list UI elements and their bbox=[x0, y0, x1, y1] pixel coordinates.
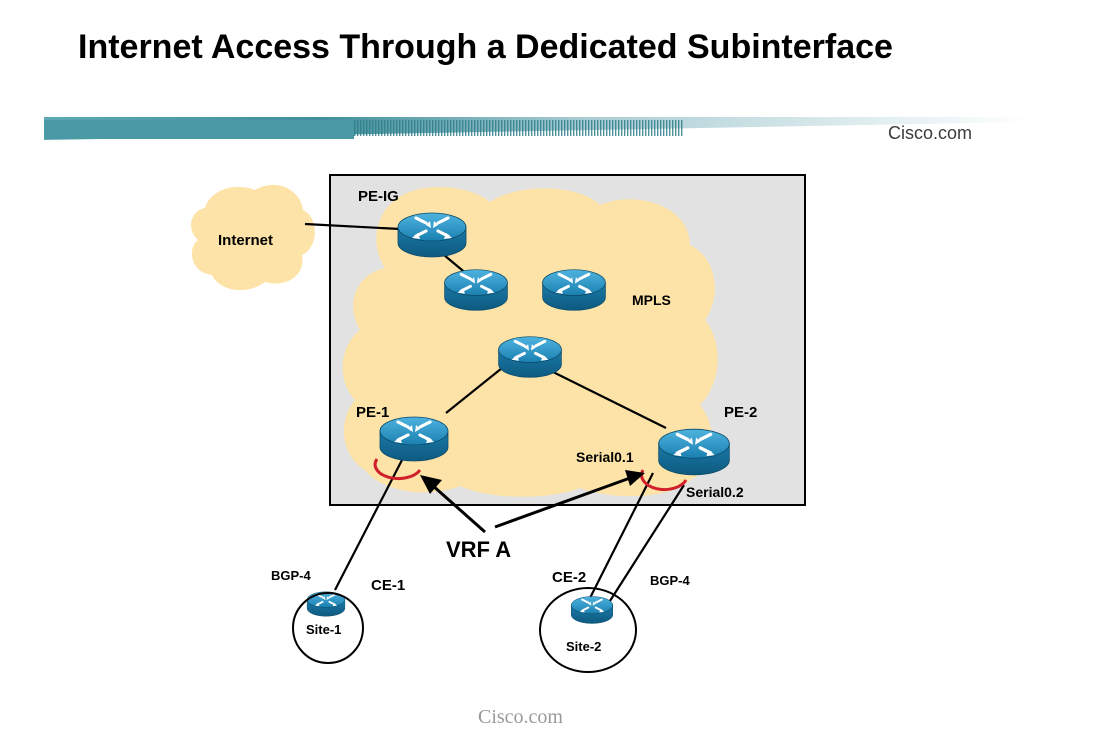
slide-title: Internet Access Through a Dedicated Subi… bbox=[78, 28, 893, 66]
router-core-c-icon bbox=[497, 335, 563, 379]
link-pe-1-ce-1 bbox=[334, 459, 403, 591]
link-pe-2-ce-2-b bbox=[607, 484, 685, 605]
router-pe-2-icon bbox=[657, 427, 731, 477]
link-internet-pe-ig bbox=[304, 222, 401, 231]
internet-label: Internet bbox=[218, 232, 273, 249]
pe-ig-label: PE-IG bbox=[358, 188, 399, 205]
internet-cloud bbox=[191, 184, 315, 291]
vrf-label: VRF A bbox=[446, 537, 511, 562]
router-core-a-icon bbox=[443, 268, 509, 312]
site-1-label: Site-1 bbox=[306, 622, 341, 637]
vrf-arrowhead-pe-1 bbox=[420, 475, 442, 494]
site-2-label: Site-2 bbox=[566, 639, 601, 654]
interface-ring-pe-2 bbox=[640, 469, 688, 492]
ce-1-label: CE-1 bbox=[371, 577, 405, 594]
vrf-arrowhead-pe-2 bbox=[625, 470, 645, 486]
serial-0-1-label: Serial0.1 bbox=[576, 449, 634, 465]
site-2-circle bbox=[539, 587, 637, 673]
router-pe-1-icon bbox=[378, 415, 450, 463]
pe-2-label: PE-2 bbox=[724, 404, 757, 421]
cisco-brand-bottom: Cisco.com bbox=[478, 706, 563, 728]
pe-1-label: PE-1 bbox=[356, 404, 389, 421]
vrf-arrows bbox=[431, 476, 631, 534]
router-ce-2-icon bbox=[570, 595, 614, 625]
link-pe-2-ce-2-a bbox=[588, 472, 654, 601]
router-pe-ig-icon bbox=[396, 211, 468, 259]
bgp-label-right: BGP-4 bbox=[650, 573, 691, 588]
mpls-label: MPLS bbox=[632, 292, 671, 308]
bgp-label-left: BGP-4 bbox=[271, 568, 312, 583]
interface-ring-pe-1 bbox=[373, 458, 422, 481]
header-banner bbox=[44, 117, 1030, 140]
cisco-brand-top: Cisco.com bbox=[888, 123, 973, 143]
link-core-c-pe-2 bbox=[544, 367, 667, 429]
ce-2-label: CE-2 bbox=[552, 569, 586, 586]
site-1-circle bbox=[292, 592, 364, 664]
serial-0-2-label: Serial0.2 bbox=[686, 484, 744, 500]
router-core-b-icon bbox=[541, 268, 607, 312]
